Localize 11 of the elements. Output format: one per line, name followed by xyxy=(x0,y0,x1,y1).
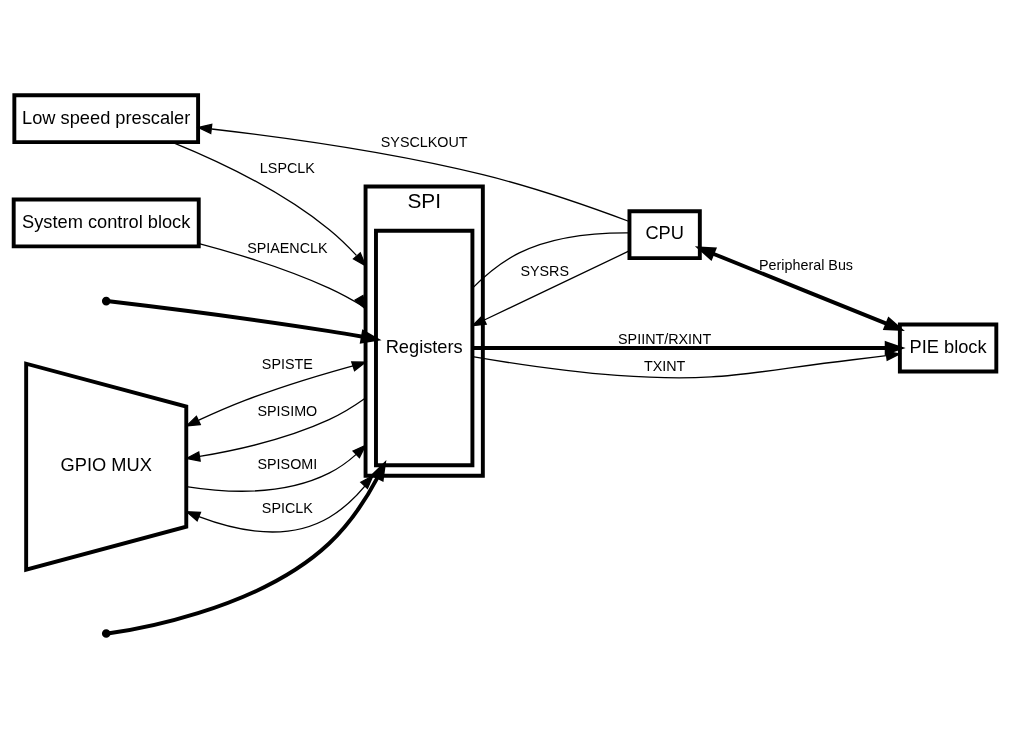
edge-label: SPISIMO xyxy=(257,402,318,419)
edge-label: SYSCLKOUT xyxy=(380,134,468,151)
edge-label: SPISTE xyxy=(261,355,313,372)
edge-label: SPIINT/RXINT xyxy=(618,330,712,347)
edge-label: SPIAENCLK xyxy=(247,239,328,256)
edge-label: LSPCLK xyxy=(259,160,315,177)
edge-label: SPICLK xyxy=(261,500,313,517)
edge-label: TXINT xyxy=(643,358,686,375)
edge-label: Peripheral Bus xyxy=(759,256,854,273)
edge-label: SYSRS xyxy=(520,263,570,280)
edge-label: SPISOMI xyxy=(257,455,318,472)
